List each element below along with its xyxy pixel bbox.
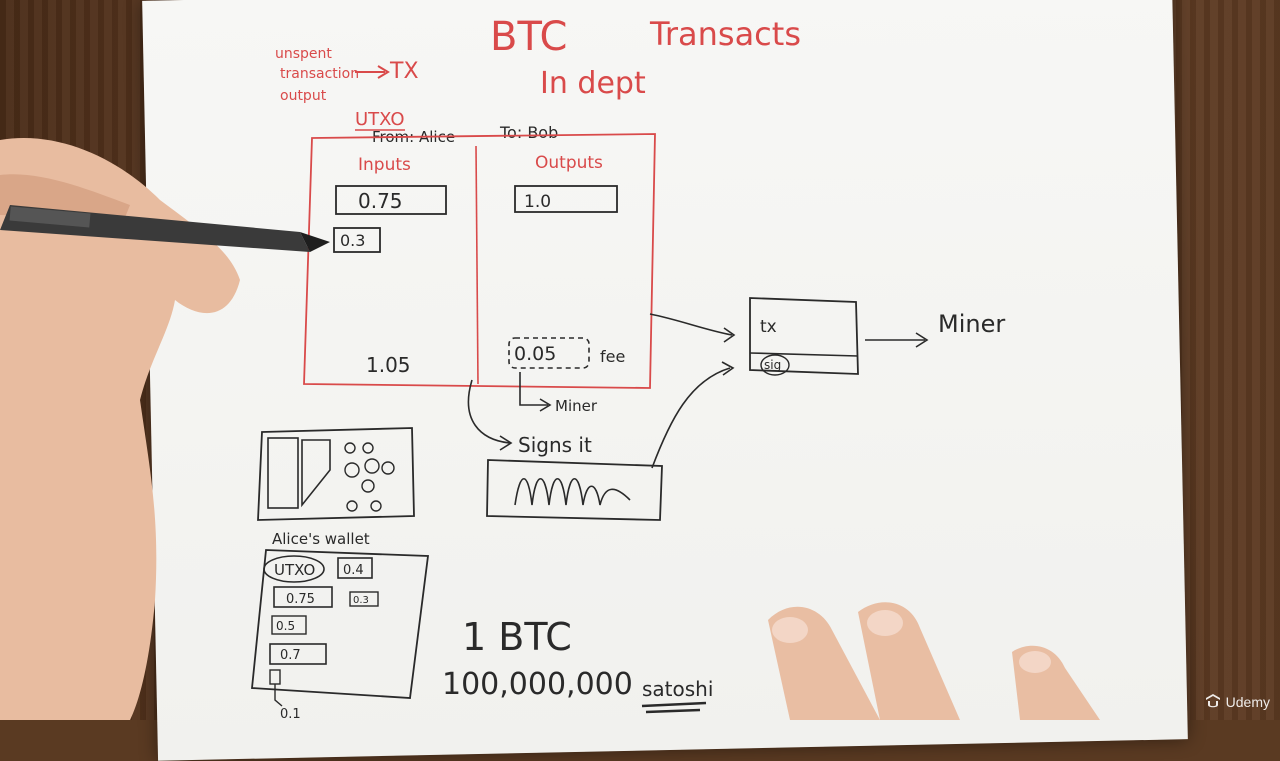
input-value-1: 0.75 bbox=[358, 189, 403, 213]
wallet-coin-1-value: 0.4 bbox=[343, 563, 364, 578]
to-bob: To: Bob bbox=[499, 123, 558, 142]
wallet-label: Alice's wallet bbox=[272, 530, 370, 548]
udemy-logo-icon bbox=[1205, 694, 1220, 708]
wallet-coin-3 bbox=[349, 591, 379, 607]
satoshi-underline-1 bbox=[641, 701, 707, 708]
satoshi-count: 100,000,000 bbox=[442, 667, 633, 702]
input-box-1 bbox=[335, 185, 447, 215]
title-transacts: Transacts bbox=[649, 15, 801, 53]
satoshi-underline-2 bbox=[645, 708, 701, 714]
fee-value: 0.05 bbox=[514, 343, 556, 365]
tx-label: tx bbox=[760, 317, 777, 337]
signs-it-label: Signs it bbox=[518, 433, 592, 457]
sign-arrow bbox=[467, 379, 511, 444]
wallet-coin-5-value: 0.7 bbox=[280, 648, 301, 663]
wallet-coin-5 bbox=[269, 643, 327, 665]
signature-squiggle bbox=[514, 478, 631, 506]
output-value-1: 1.0 bbox=[524, 192, 551, 212]
wallet-box bbox=[251, 549, 430, 699]
signature-to-tx-arrow bbox=[651, 367, 731, 469]
input-box-2 bbox=[333, 227, 381, 253]
whiteboard-drawing: BTC Transacts In dept unspent transactio… bbox=[0, 14, 1100, 720]
input-value-2: 0.3 bbox=[340, 231, 365, 250]
tx-box bbox=[749, 297, 859, 375]
output-box-1 bbox=[514, 185, 618, 213]
signature-to-tx-head bbox=[721, 361, 735, 376]
udemy-watermark: Udemy bbox=[1205, 694, 1270, 710]
transaction-divider bbox=[475, 145, 479, 385]
tx-arrow-head bbox=[723, 327, 736, 343]
wallet-coin-6 bbox=[269, 669, 281, 685]
left-hand-with-pen bbox=[0, 138, 330, 720]
wallet-coin-6-pointer bbox=[274, 684, 283, 707]
transaction-box bbox=[303, 133, 656, 389]
right-hand-fingers bbox=[768, 602, 1100, 720]
wallet-coin-1 bbox=[337, 557, 373, 579]
satoshi-label: satoshi bbox=[642, 677, 713, 701]
inputs-total: 1.05 bbox=[366, 353, 411, 377]
wallet-coin-2-value: 0.75 bbox=[286, 592, 315, 607]
sign-arrow-head bbox=[499, 435, 513, 451]
fee-label: fee bbox=[600, 347, 625, 366]
device-buttons bbox=[344, 442, 395, 512]
title-in-dept: In dept bbox=[540, 66, 646, 101]
wallet-coin-3-value: 0.3 bbox=[353, 595, 369, 606]
inputs-label: Inputs bbox=[358, 155, 411, 175]
miner-label: Miner bbox=[938, 310, 1005, 338]
tx-arrow bbox=[649, 313, 733, 336]
device-screen-right bbox=[301, 439, 331, 508]
sig-label: sig bbox=[764, 358, 781, 372]
note-tx: TX bbox=[389, 59, 419, 84]
fee-miner-label: Miner bbox=[555, 397, 598, 415]
fee-arrow bbox=[519, 372, 548, 406]
one-btc-label: 1 BTC bbox=[462, 615, 572, 659]
miner-arrow-head bbox=[915, 332, 929, 348]
tx-box-divider bbox=[749, 352, 859, 357]
fee-dashed-box bbox=[508, 337, 590, 369]
note-unspent: unspent bbox=[275, 46, 332, 62]
device-screen-left bbox=[267, 437, 299, 509]
signature-box bbox=[486, 459, 663, 521]
sig-circle bbox=[760, 354, 790, 376]
wallet-coin-6-value: 0.1 bbox=[280, 707, 301, 720]
fee-arrow-head bbox=[539, 398, 552, 412]
title-btc: BTC bbox=[490, 14, 567, 60]
wallet-utxo-label: UTXO bbox=[274, 561, 315, 579]
wallet-utxo-circle bbox=[263, 555, 325, 583]
utxo-label: UTXO bbox=[355, 109, 405, 130]
note-output: output bbox=[280, 88, 327, 104]
wallet-coin-4 bbox=[271, 615, 307, 635]
wallet-coin-4-value: 0.5 bbox=[276, 619, 295, 633]
note-arrow-head bbox=[377, 65, 390, 79]
note-transaction: transaction bbox=[280, 66, 359, 82]
outputs-label: Outputs bbox=[535, 153, 603, 173]
udemy-brand: Udemy bbox=[1225, 694, 1270, 710]
wallet-coin-2 bbox=[273, 586, 333, 608]
device-sketch bbox=[257, 427, 415, 521]
